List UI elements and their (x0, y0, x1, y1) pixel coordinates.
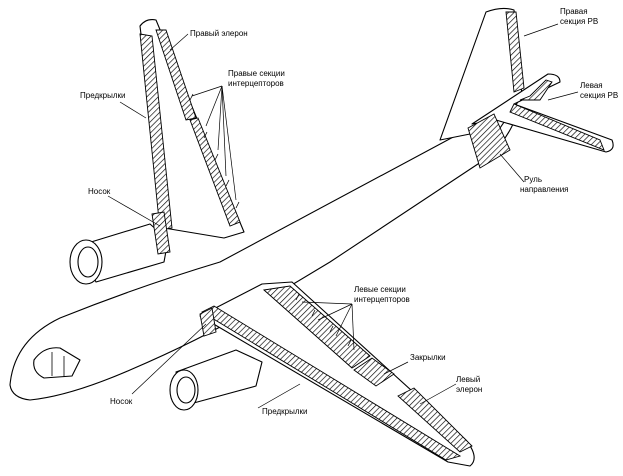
label-right-elevator-line2: секция РВ (560, 17, 598, 26)
label-nose-lower: Носок (110, 397, 133, 406)
right-spoiler-actuators (189, 93, 240, 209)
label-right-spoilers-line2: интерцепторов (228, 79, 284, 88)
label-right-aileron: Правый элерон (190, 29, 248, 38)
label-left-elevator-line2: секция РВ (580, 91, 618, 100)
label-right-spoilers-line1: Правые секции (228, 69, 285, 78)
left-elevator-section (509, 103, 605, 151)
left-engine (169, 349, 263, 411)
right-slats-upper (139, 33, 173, 231)
left-spoiler-sections (262, 285, 371, 369)
label-left-spoilers-line2: интерцепторов (354, 295, 410, 304)
label-rudder-line2: направления (520, 185, 569, 194)
leader-lines (107, 23, 579, 409)
label-right-elevator-line1: Правая (560, 7, 588, 16)
label-left-elevator-line1: Левая (580, 81, 603, 90)
cockpit-windows (33, 347, 81, 379)
label-flaps: Закрылки (410, 353, 446, 362)
left-wing (199, 281, 475, 467)
right-aileron (155, 29, 197, 121)
label-left-aileron-line1: Левый (456, 375, 480, 384)
label-slats-upper: Предкрылки (80, 91, 125, 100)
fuselage (9, 107, 515, 401)
label-nose-upper: Носок (88, 187, 111, 196)
left-spoiler-actuators (295, 293, 352, 347)
left-flaps (353, 357, 395, 387)
label-left-aileron-line2: элерон (456, 385, 482, 394)
left-slats-lower (201, 305, 462, 461)
rudder (505, 11, 525, 93)
label-slats-lower: Предкрылки (262, 407, 307, 416)
rudder-lower (467, 113, 511, 169)
label-rudder-line1: Руль (524, 175, 542, 184)
left-nose-slat (199, 307, 217, 337)
left-aileron (397, 387, 473, 453)
label-left-spoilers-line1: Левые секции (354, 285, 406, 294)
right-elevator-section (519, 79, 553, 101)
right-engine (69, 223, 169, 285)
right-spoiler-sections (189, 117, 241, 227)
right-nose-slat (151, 211, 171, 255)
